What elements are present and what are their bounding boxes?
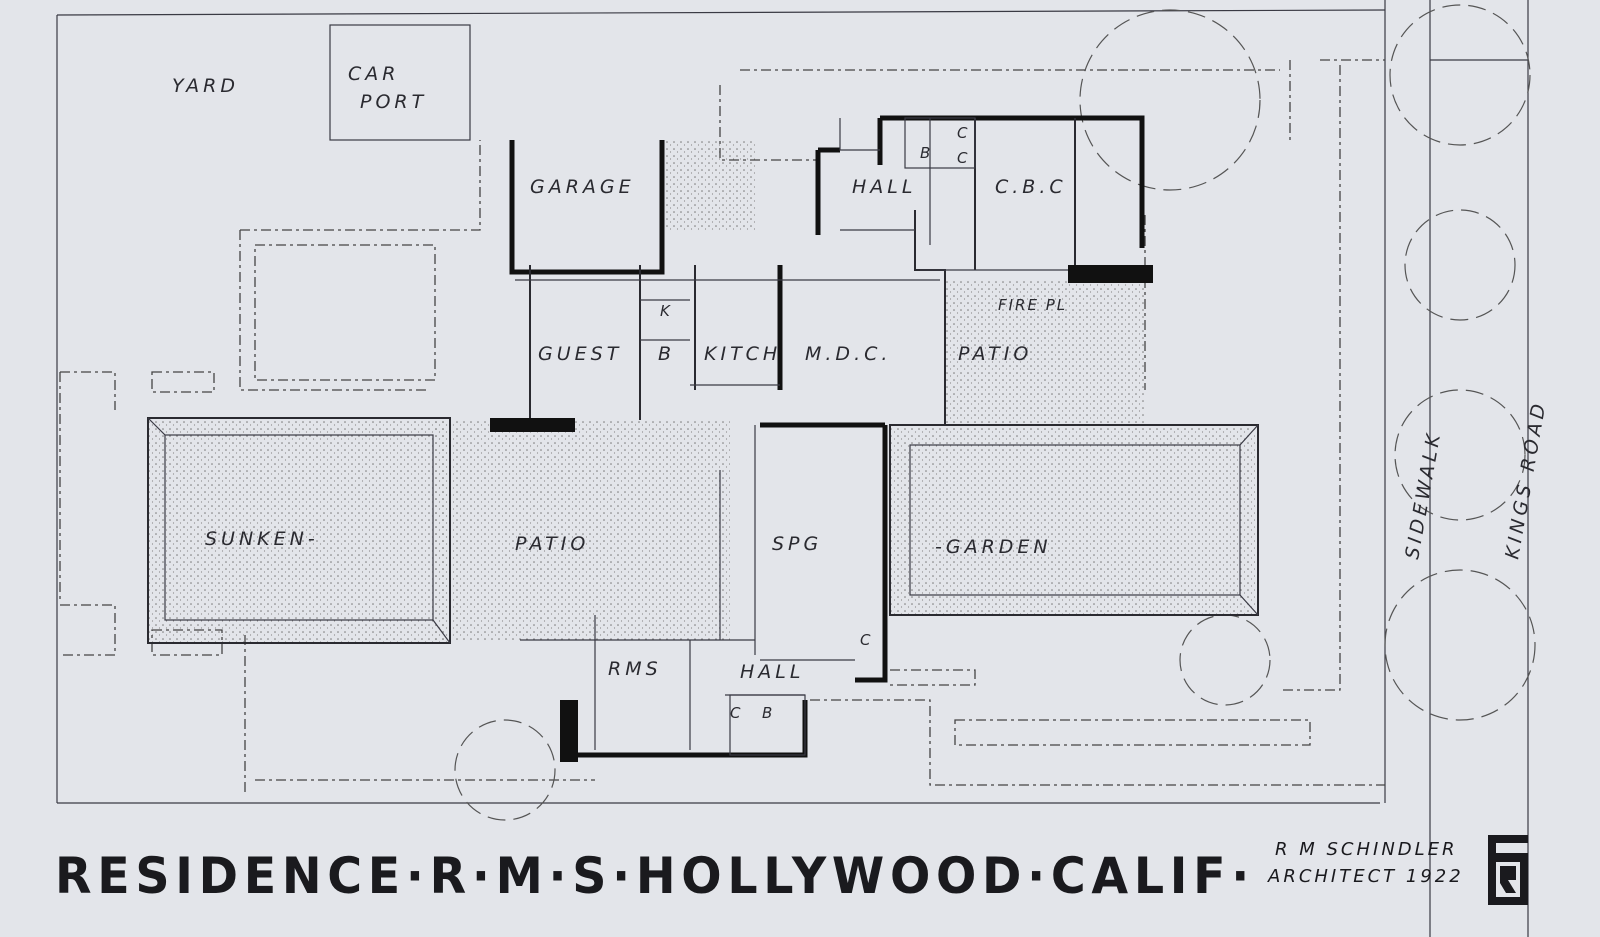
label-cbc: C.B.C	[995, 176, 1067, 198]
garden-walls	[59, 59, 1385, 795]
label-kitch: KITCH	[704, 343, 781, 365]
label-garden: -GARDEN	[935, 536, 1052, 558]
label-kings-road: KINGS ROAD	[1501, 399, 1551, 561]
sunken-garden	[147, 417, 1259, 644]
rms-monogram-logo	[1488, 835, 1528, 905]
label-fire-pl: FIRE PL	[998, 296, 1067, 314]
label-guest: GUEST	[538, 343, 622, 365]
label-patio-center: PATIO	[515, 533, 589, 555]
label-c-bottom-1: C	[860, 631, 872, 649]
label-c-top-2: C	[957, 149, 969, 167]
label-hall-top: HALL	[852, 176, 916, 198]
label-rms: RMS	[608, 658, 662, 680]
fireplace	[1068, 265, 1153, 283]
label-sunken: SUNKEN-	[205, 528, 319, 550]
label-yard: YARD	[172, 75, 239, 97]
label-hall-bottom: HALL	[740, 661, 804, 683]
house-walls	[490, 115, 1153, 762]
label-garage: GARAGE	[530, 176, 635, 198]
label-b-mid: B	[658, 343, 675, 365]
carport	[329, 24, 471, 141]
lot-boundary	[56, 0, 1529, 937]
drawing-title: RESIDENCE·R·M·S·HOLLYWOOD·CALIF·	[55, 847, 1255, 905]
paved-areas	[148, 140, 1255, 643]
label-k: K	[660, 302, 672, 320]
label-mdc: M.D.C.	[805, 343, 891, 365]
architect-name: R M SCHINDLER	[1275, 839, 1458, 860]
label-spg: SPG	[772, 533, 822, 555]
label-port: PORT	[360, 91, 427, 113]
label-patio-right: PATIO	[958, 343, 1032, 365]
label-b-top: B	[920, 144, 932, 162]
label-c-bottom-2: C	[730, 704, 742, 722]
label-car: CAR	[348, 63, 399, 85]
architect-date: ARCHITECT 1922	[1267, 866, 1464, 887]
label-c-top-1: C	[957, 124, 969, 142]
label-b-bottom: B	[762, 704, 774, 722]
